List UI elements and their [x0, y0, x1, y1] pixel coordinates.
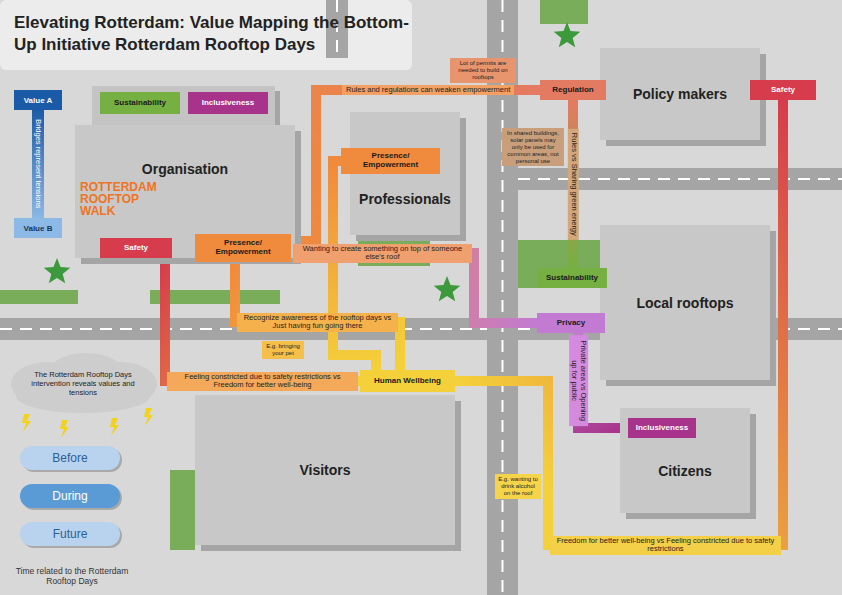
- legend-swatch: Value B: [14, 218, 62, 238]
- value-box: Sustainability: [537, 268, 607, 288]
- tree: [44, 22, 581, 301]
- time-button: During: [20, 484, 120, 508]
- value-box: Inclusiveness: [628, 418, 696, 438]
- diagram-title: Elevating Rotterdam: Value Mapping the B…: [14, 12, 424, 56]
- tension-bridge: [455, 100, 783, 545]
- node-text: Sustainability: [114, 99, 166, 108]
- node-text: Citizens: [658, 463, 712, 479]
- title-panel: [0, 0, 412, 70]
- node-text: Human Wellbeing: [374, 377, 441, 386]
- node-text: Before: [52, 451, 87, 465]
- node-text: Visitors: [299, 462, 350, 478]
- node-text: Safety: [771, 86, 795, 95]
- green-area: [0, 290, 78, 304]
- road: [518, 168, 842, 190]
- node-text: Professionals: [359, 191, 451, 207]
- legend-swatch: Value A: [14, 90, 62, 110]
- node-text: Inclusiveness: [202, 99, 254, 108]
- note-box: Lot of permits are needed to build on ro…: [450, 58, 516, 83]
- legend-caption: Bridges represent tensions: [34, 112, 42, 216]
- value-box: Safety: [100, 238, 172, 258]
- lightning: [22, 414, 31, 432]
- time-button: Future: [20, 522, 120, 546]
- road-marking: [518, 178, 842, 180]
- bridge-label: Rules and regulations can weaken empower…: [342, 85, 514, 96]
- tree: [554, 22, 581, 47]
- cloud-callout: The Rotterdam Rooftop Days intervention …: [7, 352, 159, 414]
- node-text: The Rotterdam Rooftop Days intervention …: [23, 370, 143, 397]
- tension-bridge: [235, 262, 400, 370]
- value-box: Inclusiveness: [188, 92, 268, 114]
- node-text: Sustainability: [546, 274, 598, 283]
- bridge-label: Wanting to create something on top of so…: [293, 244, 472, 263]
- bridge-label: Freedom for better well-being vs Feeling…: [550, 536, 781, 555]
- note-box: E.g. wanting to drink alcohol on the roo…: [495, 474, 541, 499]
- logo-text: ROTTERDAM ROOFTOP WALK: [80, 182, 172, 217]
- building-block: ProfessionalsPresence/ Empowerment: [350, 112, 460, 235]
- lightning: [144, 408, 153, 426]
- green-area: [510, 240, 600, 288]
- bridge-label: Feeling constricted due to safety restri…: [167, 372, 358, 391]
- bridge-label: Private area vs Opening up for public: [568, 335, 587, 426]
- node-text: Inclusiveness: [636, 424, 688, 433]
- value-box: Safety: [750, 80, 816, 100]
- node-text: During: [52, 489, 87, 503]
- tree: [434, 276, 461, 301]
- green-area: [170, 470, 195, 550]
- green-area: [540, 0, 588, 24]
- tree: [44, 258, 71, 283]
- note-box: In shared buildings, solar panels may on…: [502, 128, 564, 166]
- building-block: Citizens Inclusiveness: [620, 408, 750, 513]
- title-panel: [0, 0, 412, 70]
- building-block: Local rooftops: [600, 225, 770, 380]
- node-text: Local rooftops: [636, 295, 733, 311]
- building-block: Policy makers: [600, 48, 760, 140]
- value-box: Presence/ Empowerment: [195, 234, 291, 262]
- value-box: Sustainability: [100, 92, 180, 114]
- lightning: [60, 420, 69, 438]
- lightning: [110, 418, 119, 436]
- note-box: E.g. bringing your pet: [262, 341, 304, 359]
- legend-bar: [32, 108, 44, 220]
- value-box: Regulation: [540, 80, 606, 100]
- value-box: Presence/ Empowerment: [341, 148, 440, 174]
- legend-text: Value B: [24, 224, 53, 233]
- node-text: Policy makers: [633, 86, 727, 102]
- node-text: Future: [53, 527, 88, 541]
- time-caption: Time related to the Rotterdam Rooftop Da…: [8, 566, 136, 586]
- legend-bar: [32, 108, 44, 220]
- node-text: Regulation: [552, 86, 593, 95]
- bridge-label: Rules vs Sharing green energy: [568, 128, 579, 239]
- value-box: Privacy: [537, 313, 605, 333]
- node-text: Presence/ Empowerment: [344, 152, 437, 170]
- node-text: Organisation: [142, 161, 228, 177]
- legend-text: Value A: [24, 96, 53, 105]
- value-box: Human Wellbeing: [360, 370, 455, 392]
- tension-bridge: [568, 100, 578, 268]
- node-text: Safety: [124, 244, 148, 253]
- bridge-label: Recognize awareness of the rooftop days …: [237, 313, 398, 332]
- time-button: Before: [20, 446, 120, 470]
- building-block: Visitors: [195, 395, 455, 545]
- node-text: Presence/ Empowerment: [198, 239, 288, 257]
- node-text: Privacy: [557, 319, 585, 328]
